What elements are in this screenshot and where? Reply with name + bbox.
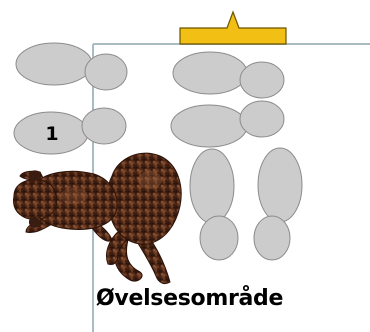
position-ellipse-small: [239, 100, 285, 138]
dog-fur-highlight: [60, 188, 88, 204]
marker-shape: [179, 10, 287, 45]
position-ellipse-large: [172, 51, 248, 95]
position-ellipse-small: [81, 107, 127, 145]
position-ellipse-small: [199, 215, 239, 261]
dog-shoulders: [31, 170, 118, 230]
position-ellipse-large: [189, 148, 235, 224]
dog-head: [13, 179, 57, 220]
dog-body: [106, 152, 182, 245]
position-ellipse-large: [15, 42, 93, 86]
dog-ear: [28, 216, 41, 228]
position-ellipse-small: [239, 61, 285, 99]
position-ellipse-large: [257, 147, 303, 223]
position-ellipse-small: [84, 53, 128, 91]
dog-tail: [114, 237, 143, 282]
position-number-label: 1: [45, 123, 58, 145]
shape-group-inner-vertical: [189, 147, 303, 261]
dog-hind-leg: [135, 235, 171, 285]
dog-fur-highlight: [138, 171, 162, 189]
shape-group-inner-top: [170, 51, 285, 148]
dog-figure-icon: [13, 152, 182, 285]
yellow-triangle-marker-icon: [179, 10, 287, 45]
area-label: Øvelsesområde: [96, 286, 284, 311]
dog-ear: [28, 170, 41, 182]
position-ellipse-large: [170, 104, 248, 148]
shape-group-left: 1: [13, 42, 128, 155]
position-ellipse-small: [253, 215, 291, 261]
